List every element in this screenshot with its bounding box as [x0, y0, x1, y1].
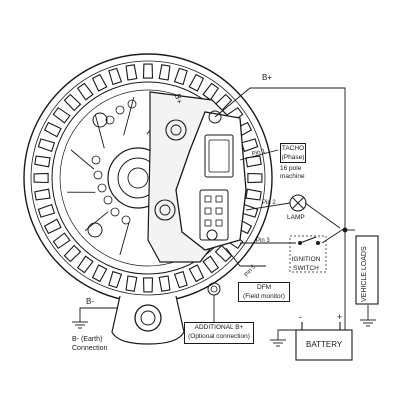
- fan-slot: [63, 244, 82, 263]
- vehicle-loads-label: VEHICLE LOADS: [361, 246, 368, 302]
- fan-slot: [43, 121, 62, 138]
- fan-slots: [33, 63, 263, 293]
- additional-b-plus-box: ADDITIONAL B+ (Optional connection): [184, 322, 254, 344]
- fan-slot: [173, 67, 188, 86]
- fan-slot: [173, 270, 188, 289]
- fan-slot: [214, 244, 233, 263]
- tacho-phase-label: (Phase): [281, 154, 305, 161]
- housing-b-plus-label: B+: [172, 92, 185, 105]
- earth-label: B- (Earth): [72, 336, 103, 343]
- fan-slot: [76, 82, 94, 101]
- fan-slot: [108, 270, 123, 289]
- switch-label: SWITCH: [293, 265, 319, 272]
- fan-slot: [245, 155, 262, 168]
- switch-to-loads-wire: [321, 227, 346, 244]
- earth-wire: [79, 307, 118, 322]
- ignition-label: IGNITION: [291, 256, 321, 263]
- battery-minus-wire: [277, 329, 302, 340]
- pin2-wire: [245, 202, 291, 211]
- battery-label: BATTERY: [306, 340, 343, 349]
- rotor-vent: [94, 114, 105, 149]
- lamp-label: LAMP: [287, 214, 305, 221]
- vehicle-loads-box: [355, 235, 379, 305]
- fan-slot: [202, 82, 220, 101]
- fan-slot: [188, 73, 205, 92]
- fan-slot: [202, 255, 220, 274]
- fan-slot: [142, 63, 154, 79]
- fan-slot: [158, 64, 171, 81]
- ignition-switch-caption: IGNITION SWITCH: [288, 255, 324, 275]
- battery-minus-sign: -: [299, 312, 302, 322]
- fan-slot: [240, 138, 259, 153]
- tacho-box: TACHO (Phase): [280, 143, 306, 163]
- pin3-label: Pin 3: [256, 238, 270, 244]
- b-plus-label: B+: [262, 73, 273, 82]
- fan-slot: [125, 275, 138, 292]
- lamp-to-loads-wire: [304, 202, 341, 229]
- rotor-vent: [123, 97, 135, 136]
- b-minus-label: B-: [86, 297, 94, 306]
- fan-slot: [34, 155, 51, 168]
- fan-slot: [76, 255, 94, 274]
- fan-slot: [245, 188, 262, 201]
- fan-slot: [52, 232, 71, 250]
- fan-slot: [188, 264, 205, 283]
- field-monitor-label: (Field monitor): [243, 293, 285, 300]
- additional-b-plus-label: ADDITIONAL B+: [194, 324, 244, 331]
- fan-slot: [142, 277, 154, 293]
- alternator-body: [23, 53, 273, 345]
- fan-slot: [125, 64, 138, 81]
- fan-slot: [158, 275, 171, 292]
- lamp-symbol: [289, 194, 307, 212]
- battery-symbol: [295, 322, 353, 361]
- ignition-switch-symbol: [289, 235, 327, 273]
- fan-slot: [108, 67, 123, 86]
- optional-connection-label: (Optional connection): [188, 333, 250, 340]
- fan-slot: [37, 203, 56, 218]
- machine-label: machine: [280, 173, 305, 180]
- dfm-box: DFM (Field monitor): [238, 282, 290, 302]
- battery-plus-sign: +: [337, 312, 343, 322]
- fan-slot: [43, 218, 62, 235]
- tacho-label: TACHO: [281, 145, 305, 152]
- pin1-wire: [239, 149, 279, 161]
- rotor-vent: [119, 221, 130, 256]
- rotor-vent: [70, 149, 95, 170]
- fan-slot: [63, 93, 82, 112]
- fan-slot: [33, 172, 49, 184]
- b-plus-wire: [214, 87, 346, 230]
- earth-connection-label: Connection: [72, 345, 108, 352]
- machine-poles-label: 16 pole: [280, 165, 302, 172]
- pin2-label: Pin 2: [262, 200, 276, 206]
- wiring: [72, 87, 376, 347]
- fan-slot: [34, 188, 51, 201]
- fan-slot: [91, 73, 108, 92]
- fan-slot: [52, 106, 71, 124]
- dfm-label: DFM: [256, 284, 272, 291]
- fan-slot: [37, 138, 56, 153]
- pin5-wire: [225, 247, 266, 267]
- fan-slot: [247, 172, 263, 184]
- fan-slot: [91, 264, 108, 283]
